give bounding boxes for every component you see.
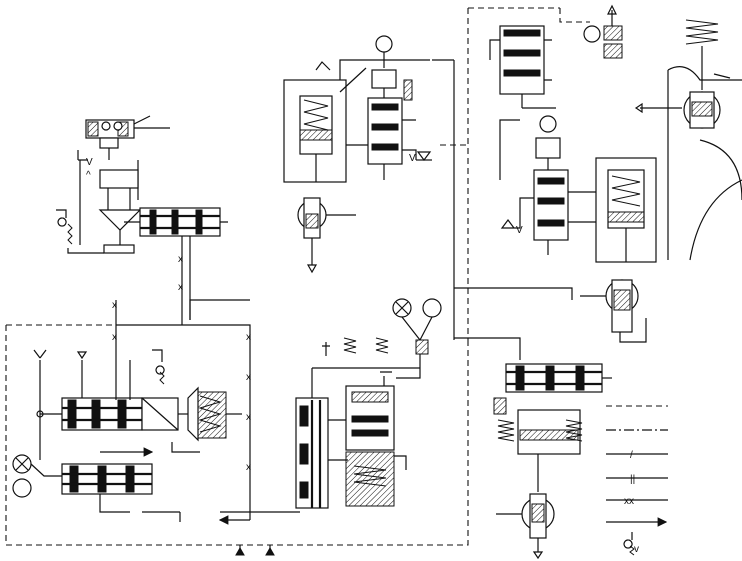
cross-mark-g: x xyxy=(246,412,251,423)
right-spool-actuator xyxy=(493,363,612,560)
check-mark-1: ^ xyxy=(86,170,91,181)
upper-control-valve-right xyxy=(489,4,623,109)
cross-mark-h: x xyxy=(246,462,251,473)
pilot-valve-center: V xyxy=(346,35,432,180)
outer-pilot-loop xyxy=(5,7,590,546)
servo-piston-center xyxy=(297,197,356,274)
throttle-mark: V xyxy=(86,157,93,168)
left-signal-lines: x x x x x x xyxy=(112,299,300,556)
legend-glyph-tick: || xyxy=(630,474,635,485)
servomotor-center xyxy=(283,61,367,183)
legend-spring-symbol xyxy=(623,532,635,556)
distributor-valve-center xyxy=(295,368,407,509)
main-spool-valve-lower xyxy=(12,447,154,513)
main-valve-body xyxy=(634,19,742,261)
cross-mark-d: x xyxy=(112,332,117,343)
line-legend: / || xx v xyxy=(606,405,668,556)
legend-glyph-x: xx xyxy=(624,496,634,507)
cross-mark-b: x xyxy=(178,282,183,293)
legend-glyph-slash: / xyxy=(630,450,633,461)
right-link-lines xyxy=(454,287,647,360)
nozzle-flapper-assembly: V ^ xyxy=(56,115,170,254)
cross-mark-f: x xyxy=(246,372,251,383)
spool-valve-upper-left: x x xyxy=(124,207,228,320)
cross-mark-e: x xyxy=(246,332,251,343)
cross-mark-a: x xyxy=(178,254,183,265)
center-vertical-trunk xyxy=(339,59,468,340)
main-spool-valve-left xyxy=(33,349,242,460)
center-pilot-cluster xyxy=(312,298,442,386)
legend-glyph-check: v xyxy=(634,544,639,555)
servomotor-right xyxy=(580,157,657,333)
cross-mark-c: x xyxy=(112,300,117,311)
throttle-mark-center: V xyxy=(409,153,416,164)
pilot-valve-right: V xyxy=(499,115,596,255)
throttle-mark-right: V xyxy=(516,225,523,236)
small-accumulator-left xyxy=(152,349,165,385)
